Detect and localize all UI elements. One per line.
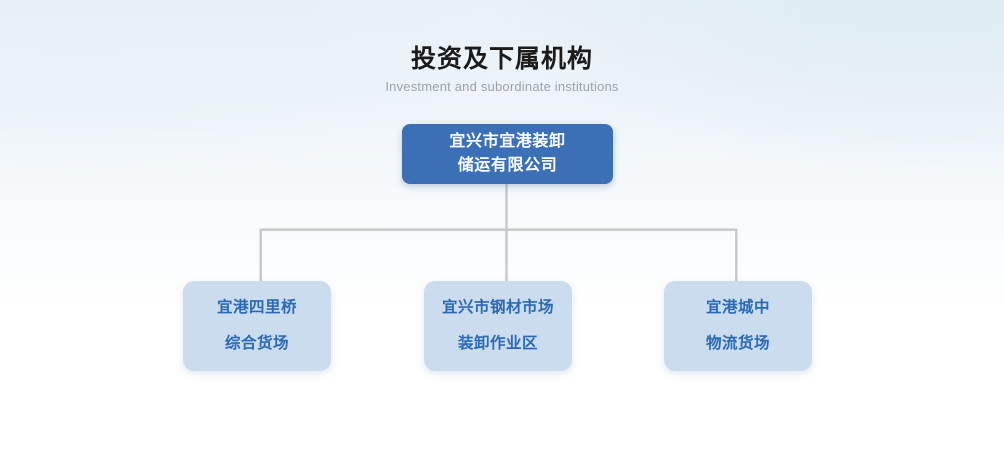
org-node-child-1-line-1: 宜兴市钢材市场 [441,299,554,316]
page-heading: 投资及下属机构 Investment and subordinate insti… [0,44,1004,95]
page-subtitle: Investment and subordinate institutions [385,79,619,94]
org-node-child-1[interactable]: 宜兴市钢材市场 装卸作业区 [424,281,572,371]
org-node-child-2-line-2: 物流货场 [705,335,770,352]
org-node-root[interactable]: 宜兴市宜港装卸 储运有限公司 [402,124,613,184]
org-node-child-2[interactable]: 宜港城中 物流货场 [664,281,812,371]
org-node-root-line-1: 宜兴市宜港装卸 [449,133,566,150]
org-node-child-0[interactable]: 宜港四里桥 综合货场 [183,281,331,371]
org-node-root-line-2: 储运有限公司 [457,157,558,174]
page-title: 投资及下属机构 [410,45,593,73]
org-node-child-2-line-1: 宜港城中 [705,299,770,316]
org-node-child-0-line-2: 综合货场 [224,335,289,352]
org-node-child-0-line-1: 宜港四里桥 [216,299,297,316]
org-node-child-1-line-2: 装卸作业区 [457,335,538,352]
